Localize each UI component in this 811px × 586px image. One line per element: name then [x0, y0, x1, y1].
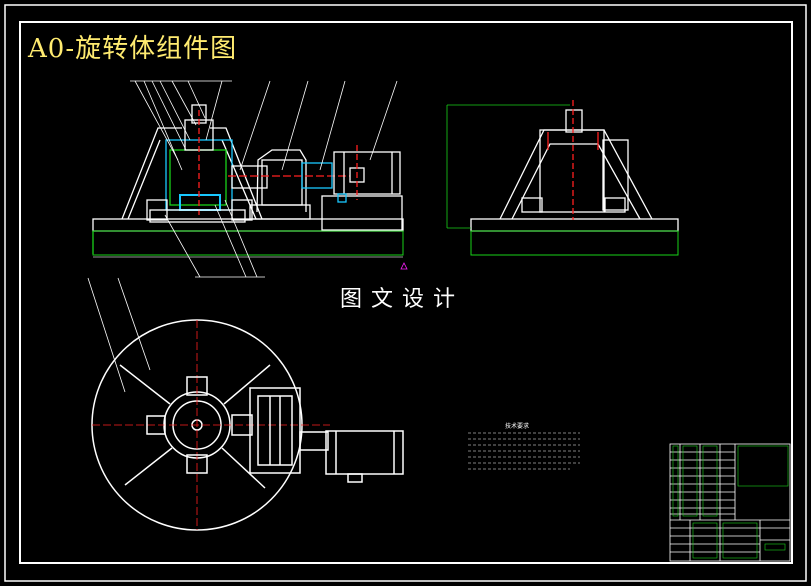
title-block-fills	[672, 445, 789, 559]
inner-frame	[19, 21, 793, 564]
title-block-table	[669, 443, 791, 562]
drawing-title: A0-旋转体组件图	[28, 34, 238, 64]
top-view-drawing	[87, 277, 404, 531]
front-view-drawing	[92, 80, 408, 278]
tech-notes-heading: 技术要求	[505, 422, 529, 430]
center-label: 图文设计	[340, 287, 465, 312]
tech-notes	[468, 432, 580, 470]
side-view-drawing	[446, 100, 679, 256]
outer-frame	[4, 4, 807, 582]
